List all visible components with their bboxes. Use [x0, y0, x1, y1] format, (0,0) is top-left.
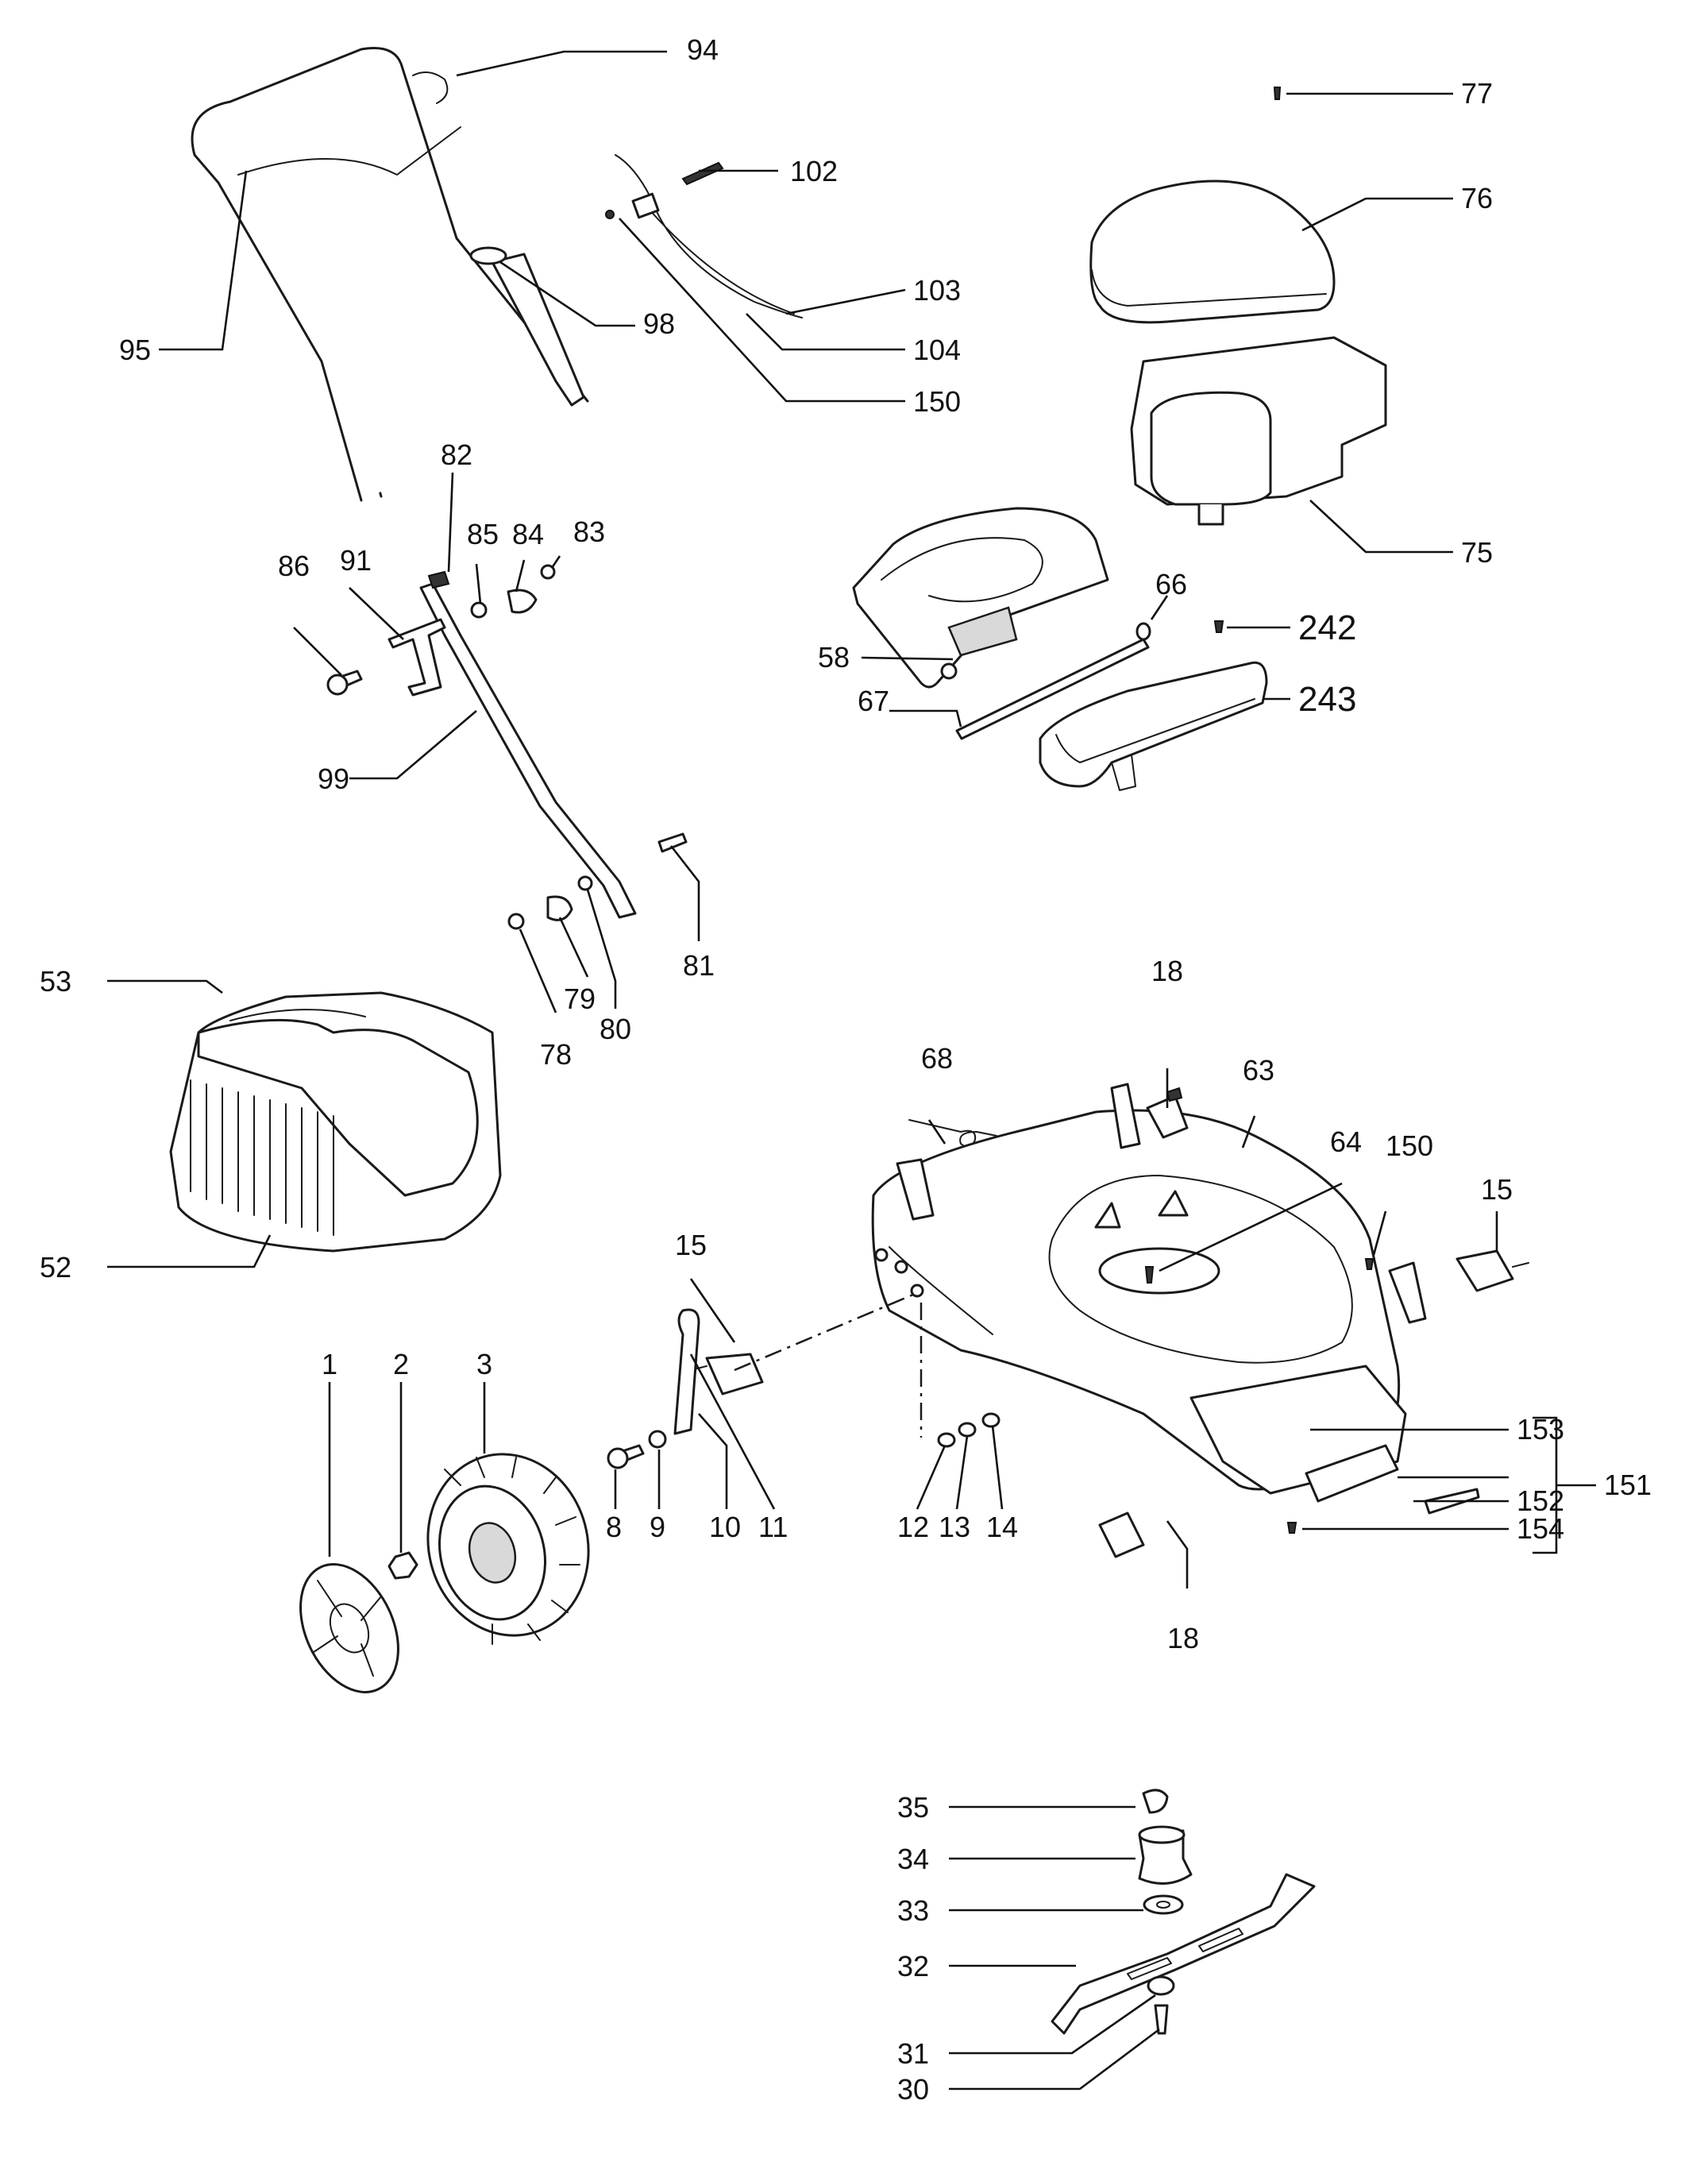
- label-13: 13: [939, 1511, 970, 1543]
- part-86-bolt: [326, 670, 363, 696]
- label-84: 84: [512, 518, 544, 550]
- label-15-left: 15: [675, 1229, 707, 1261]
- part-31-washer: [1147, 1975, 1175, 1996]
- catcher-mesh: [190, 1079, 334, 1236]
- label-2: 2: [393, 1348, 409, 1380]
- part-8-9-bolt-washer: [607, 1430, 667, 1469]
- label-243: 243: [1298, 680, 1356, 719]
- label-98: 98: [643, 307, 675, 340]
- part-75-engine: [1130, 336, 1387, 526]
- part-150-screw: [1364, 1258, 1374, 1270]
- part-95-upper-handle: [191, 47, 589, 502]
- label-9: 9: [650, 1511, 665, 1543]
- part-82-99-lower-handle: [419, 570, 637, 919]
- label-154: 154: [1517, 1512, 1564, 1545]
- part-1-hub-cap: [299, 1563, 399, 1693]
- part-78-81-hardware: [507, 832, 688, 930]
- part-66-washer: [1135, 622, 1151, 641]
- label-77: 77: [1461, 77, 1493, 110]
- label-30: 30: [897, 2073, 929, 2106]
- label-64: 64: [1330, 1125, 1362, 1158]
- label-85: 85: [467, 518, 499, 550]
- label-11: 11: [758, 1511, 788, 1543]
- part-242-screw: [1213, 620, 1224, 633]
- label-242: 242: [1298, 608, 1356, 647]
- label-35: 35: [897, 1791, 929, 1824]
- label-78: 78: [540, 1038, 572, 1071]
- part-bracket-deck-side: [1388, 1261, 1427, 1324]
- label-153: 153: [1517, 1413, 1564, 1446]
- label-150: 150: [1386, 1129, 1433, 1162]
- label-53: 53: [40, 965, 71, 998]
- part-12-13-14-hardware: [937, 1412, 1001, 1448]
- part-77-screw: [1273, 87, 1282, 100]
- part-91-lever: [387, 618, 446, 697]
- label-14: 14: [986, 1511, 1018, 1543]
- label-100: 102: [790, 155, 838, 187]
- part-243-rear-guard: [1039, 661, 1268, 791]
- label-32: 32: [897, 1950, 929, 1982]
- label-104: 150: [913, 385, 961, 418]
- label-67: 67: [858, 685, 889, 717]
- label-58: 58: [818, 641, 850, 674]
- label-82: 82: [441, 438, 472, 471]
- part-number-labels: 94 95 98 102 103 104 150 77 76 75 58 66 …: [40, 33, 1652, 2106]
- label-103: 104: [913, 334, 961, 366]
- label-18-top: 18: [1151, 955, 1183, 987]
- part-34-blade-adapter: [1138, 1825, 1193, 1885]
- part-63-mower-deck: [871, 1083, 1407, 1495]
- label-102: 103: [913, 274, 961, 307]
- part-2-nut: [387, 1551, 418, 1580]
- label-10: 10: [709, 1511, 741, 1543]
- assembly-axis-lines: [734, 1293, 923, 1438]
- label-52: 52: [40, 1251, 71, 1284]
- label-12: 12: [897, 1511, 929, 1543]
- label-8: 8: [606, 1511, 622, 1543]
- part-cable-assembly: [605, 154, 803, 318]
- label-68: 68: [921, 1042, 953, 1075]
- label-66: 66: [1155, 568, 1187, 600]
- label-18-bottom: 18: [1167, 1622, 1199, 1654]
- label-151: 151: [1604, 1469, 1652, 1501]
- part-30-blade-bolt: [1154, 2004, 1169, 2035]
- label-33: 33: [897, 1894, 929, 1927]
- part-35-cap: [1142, 1789, 1169, 1814]
- part-3-wheel: [426, 1453, 590, 1645]
- label-91: 91: [340, 544, 372, 577]
- label-86: 86: [278, 550, 310, 582]
- label-83: 83: [573, 515, 605, 548]
- label-99: 99: [318, 762, 349, 795]
- leader-lines: [107, 50, 1596, 2090]
- part-67-rod: [955, 638, 1150, 740]
- part-10-11-height-lever: [673, 1308, 700, 1435]
- label-79: 79: [564, 982, 596, 1015]
- label-81: 81: [683, 949, 715, 982]
- part-18-bracket-top: [1146, 1087, 1189, 1139]
- label-94: 94: [687, 33, 719, 66]
- part-76-engine-cover: [1089, 180, 1336, 324]
- label-34: 34: [897, 1843, 929, 1875]
- label-80: 80: [600, 1013, 631, 1045]
- part-52-53-grass-catcher: [169, 991, 502, 1253]
- part-32-blade: [1051, 1873, 1316, 2035]
- label-15-right: 15: [1481, 1173, 1513, 1206]
- part-64-bolt: [1144, 1266, 1155, 1284]
- label-75: 75: [1461, 536, 1493, 569]
- part-83-84-85-hardware: [470, 564, 556, 619]
- label-1: 1: [322, 1348, 337, 1380]
- label-31: 31: [897, 2037, 929, 2070]
- label-95: 95: [119, 334, 151, 366]
- part-15-bracket-right: [1455, 1249, 1529, 1292]
- label-3: 3: [476, 1348, 492, 1380]
- part-18-bracket-bottom: [1098, 1511, 1145, 1558]
- label-76: 76: [1461, 182, 1493, 214]
- part-58-rear-flap: [852, 507, 1109, 689]
- part-98-handle-tube: [469, 246, 585, 407]
- label-63: 63: [1243, 1054, 1274, 1087]
- label-152: 152: [1517, 1484, 1564, 1517]
- part-33-washer: [1143, 1894, 1184, 1915]
